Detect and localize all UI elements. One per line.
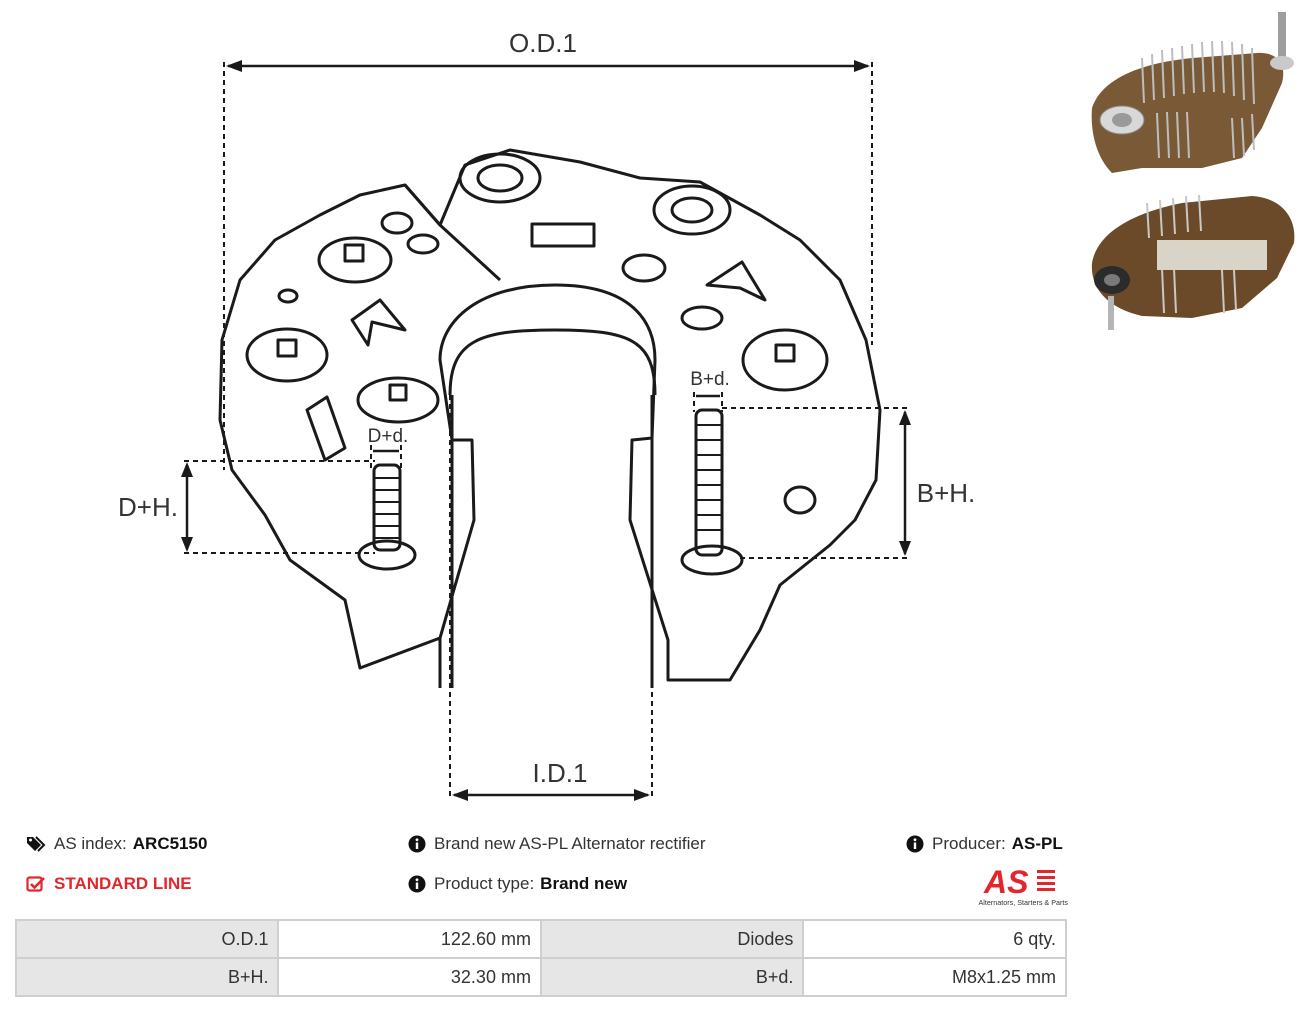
arrow-mark-right — [705, 260, 767, 302]
spec-value: 122.60 mm — [277, 919, 542, 959]
product-type-label: Product type: — [434, 874, 535, 893]
info-circle-icon — [408, 835, 426, 853]
product-type-row: Product type: Brand new — [408, 874, 627, 894]
dh-label: D+H. — [118, 492, 178, 522]
rectifier-body-outline — [218, 148, 882, 688]
diode-3 — [356, 376, 440, 424]
dd-label: D+d. — [368, 426, 409, 447]
diode-tab — [276, 338, 298, 358]
table-row: B+H. 32.30 mm B+d. M8x1.25 mm — [14, 957, 1067, 997]
spec-key: B+d. — [539, 957, 805, 997]
mount-hole — [621, 253, 667, 283]
as-index-value: ARC5150 — [132, 834, 208, 853]
stud-b-base — [680, 544, 744, 576]
standard-line-label: STANDARD LINE — [54, 874, 192, 893]
center-slot — [530, 222, 596, 248]
split-line — [403, 184, 502, 282]
bh-label: B+H. — [917, 478, 976, 508]
description-text: Brand new AS-PL Alternator rectifier — [434, 834, 706, 853]
as-index-row: AS index: ARC5150 — [26, 834, 207, 854]
terminal-ring-top-right — [652, 184, 732, 236]
product-photos — [1091, 12, 1295, 330]
terminal-ring-inner — [670, 196, 714, 224]
spec-value: 6 qty. — [802, 919, 1067, 959]
terminal-ring-inner — [476, 163, 524, 193]
mount-hole — [406, 233, 440, 255]
stud-b — [694, 408, 724, 557]
producer-label: Producer: — [932, 834, 1006, 853]
diode-tab — [388, 383, 408, 402]
producer-row: Producer: AS-PL — [906, 834, 1063, 854]
spec-key: Diodes — [539, 919, 805, 959]
as-pl-logo: AS Alternators, Starters & Parts — [979, 864, 1069, 907]
mount-hole — [680, 305, 724, 331]
info-circle-icon — [408, 875, 426, 893]
mount-hole — [783, 485, 817, 515]
as-index-label: AS index: — [54, 834, 127, 853]
product-type-value: Brand new — [540, 874, 628, 893]
mount-hole — [380, 211, 414, 235]
standard-line-row: STANDARD LINE — [26, 874, 192, 894]
product-photo-bottom — [1091, 194, 1295, 330]
table-row: O.D.1 122.60 mm Diodes 6 qty. — [14, 919, 1067, 959]
mount-hole — [277, 288, 299, 304]
info-circle-icon — [906, 835, 924, 853]
tags-icon — [27, 836, 46, 852]
logo-letters: AS — [983, 864, 1029, 900]
diode-4 — [741, 328, 829, 392]
logo-tagline: Alternators, Starters & Parts — [979, 898, 1069, 907]
product-photo-top — [1091, 12, 1294, 173]
diode-1 — [317, 236, 393, 284]
description-row: Brand new AS-PL Alternator rectifier — [408, 834, 712, 854]
arrow-mark-left — [350, 298, 407, 347]
id-label: I.D.1 — [533, 758, 588, 788]
stud-d — [372, 463, 402, 552]
diode-tab — [774, 343, 796, 363]
bd-label: B+d. — [690, 369, 730, 390]
diode-tab — [343, 243, 365, 263]
terminal-ring-top-left — [458, 152, 542, 204]
spec-value: M8x1.25 mm — [802, 957, 1067, 997]
od-label: O.D.1 — [509, 28, 577, 58]
producer-value: AS-PL — [1011, 834, 1063, 853]
stud-d-base — [357, 539, 417, 571]
spec-table: O.D.1 122.60 mm Diodes 6 qty. B+H. 32.30… — [14, 919, 1067, 997]
spec-key: B+H. — [14, 957, 280, 997]
center-channel — [448, 328, 657, 396]
left-rect-mark — [305, 395, 347, 462]
spec-value: 32.30 mm — [277, 957, 542, 997]
diode-2 — [245, 327, 329, 383]
spec-key: O.D.1 — [14, 919, 280, 959]
check-square-icon — [26, 876, 45, 892]
rectifier-technical-drawing: O.D.1 I.D.1 D+H. B+H. D+d. B+d. — [118, 28, 976, 801]
